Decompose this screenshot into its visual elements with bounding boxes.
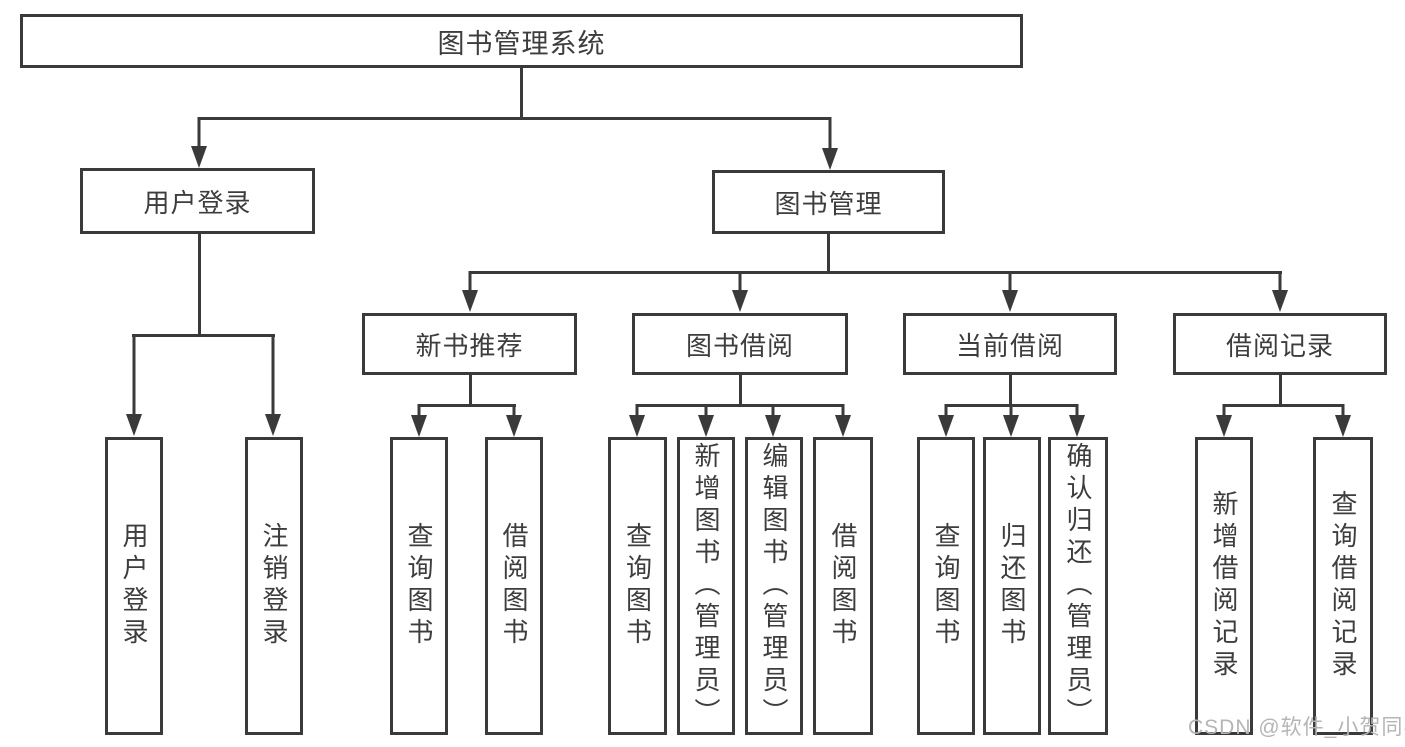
arrowhead-icon xyxy=(506,415,522,437)
connector-book-management-stem xyxy=(827,232,830,274)
leaf-edit-books-admin: 编辑图书（管理员） xyxy=(745,437,803,735)
arrow-to-new-book-recommend xyxy=(462,271,478,312)
node-label: 当前借阅 xyxy=(955,330,1064,361)
node-current-borrow: 当前借阅 xyxy=(903,313,1117,375)
leaf-label: 新增图书（管理员） xyxy=(691,442,721,730)
arrowhead-icon xyxy=(1002,290,1018,312)
leaf-label: 借阅图书 xyxy=(499,522,529,650)
arrowhead-icon xyxy=(938,415,954,437)
leaf-logout: 注销登录 xyxy=(245,437,303,735)
leaf-label: 归还图书 xyxy=(997,522,1027,650)
arrowhead-icon xyxy=(1003,415,1019,437)
arrow-to-leaf-edit-books xyxy=(765,404,781,437)
leaf-label: 编辑图书（管理员） xyxy=(759,442,789,730)
leaf-label: 查询图书 xyxy=(622,522,653,650)
leaf-borrow-books-1: 借阅图书 xyxy=(485,437,543,735)
arrowhead-icon xyxy=(1069,415,1085,437)
arrow-to-leaf-logout xyxy=(265,334,281,436)
leaf-label: 借阅图书 xyxy=(828,522,858,650)
arrowhead-icon xyxy=(698,415,714,437)
arrow-to-book-borrow xyxy=(732,271,748,312)
leaf-user-login: 用户登录 xyxy=(105,437,163,735)
arrow-to-book-management xyxy=(822,117,838,170)
node-label: 图书借阅 xyxy=(685,330,794,361)
arrowhead-icon xyxy=(265,414,281,436)
connector-new-book-bus xyxy=(418,404,516,407)
leaf-label: 查询图书 xyxy=(931,522,961,650)
leaf-add-borrow-record: 新增借阅记录 xyxy=(1195,437,1253,735)
leaf-label: 用户登录 xyxy=(119,522,149,650)
csdn-watermark: CSDN @软件_小贺同学 xyxy=(1188,716,1405,739)
node-label: 用户登录 xyxy=(143,187,252,218)
connector-user-login-stem xyxy=(198,231,201,337)
arrowhead-icon xyxy=(835,415,851,437)
arrowhead-icon xyxy=(1216,415,1232,437)
arrow-to-leaf-add-books xyxy=(698,404,714,437)
arrow-to-leaf-borrow-books-2 xyxy=(835,404,851,437)
connector-book-borrow-bus xyxy=(636,404,844,407)
arrowhead-icon xyxy=(1335,415,1351,437)
connector-borrow-records-stem xyxy=(1279,373,1282,407)
node-label: 借阅记录 xyxy=(1225,330,1334,361)
node-label: 图书管理系统 xyxy=(437,28,606,59)
arrow-to-leaf-confirm-return xyxy=(1069,404,1085,437)
connector-new-book-stem xyxy=(469,373,472,407)
arrow-to-user-login xyxy=(191,117,207,168)
arrowhead-icon xyxy=(629,415,645,437)
leaf-return-books: 归还图书 xyxy=(983,437,1041,735)
arrowhead-icon xyxy=(822,148,838,170)
leaf-label: 查询借阅记录 xyxy=(1328,490,1358,682)
leaf-label: 查询图书 xyxy=(404,522,434,650)
arrowhead-icon xyxy=(462,290,478,312)
connector-root-stem xyxy=(520,66,523,120)
leaf-label: 注销登录 xyxy=(259,522,289,650)
arrowhead-icon xyxy=(1272,290,1288,312)
leaf-label: 新增借阅记录 xyxy=(1209,490,1239,682)
node-new-book-recommend: 新书推荐 xyxy=(362,313,577,375)
arrowhead-icon xyxy=(765,415,781,437)
leaf-label: 确认归还（管理员） xyxy=(1063,442,1093,730)
arrow-to-leaf-query-books-2 xyxy=(629,404,645,437)
leaf-confirm-return-admin: 确认归还（管理员） xyxy=(1048,437,1108,735)
leaf-query-books-2: 查询图书 xyxy=(608,437,667,735)
connector-current-borrow-stem xyxy=(1009,373,1012,407)
arrow-to-leaf-return-books xyxy=(1003,404,1019,437)
node-label: 新书推荐 xyxy=(415,330,524,361)
arrow-to-current-borrow xyxy=(1002,271,1018,312)
arrow-to-borrow-records xyxy=(1272,271,1288,312)
arrow-to-leaf-user-login xyxy=(126,334,142,436)
arrowhead-icon xyxy=(191,146,207,168)
arrowhead-icon xyxy=(732,290,748,312)
leaf-borrow-books-2: 借阅图书 xyxy=(813,437,873,735)
arrow-to-leaf-add-record xyxy=(1216,404,1232,437)
arrow-to-leaf-query-record xyxy=(1335,404,1351,437)
connector-book-borrow-stem xyxy=(739,373,742,407)
connector-borrow-records-bus xyxy=(1223,404,1344,407)
node-user-login: 用户登录 xyxy=(80,168,315,234)
connector-user-login-bus xyxy=(132,334,275,337)
leaf-query-books-3: 查询图书 xyxy=(917,437,975,735)
leaf-query-borrow-record: 查询借阅记录 xyxy=(1313,437,1373,735)
leaf-add-books-admin: 新增图书（管理员） xyxy=(677,437,735,735)
arrow-to-leaf-query-books-1 xyxy=(411,404,427,437)
leaf-query-books-1: 查询图书 xyxy=(390,437,448,735)
node-book-management-system: 图书管理系统 xyxy=(20,14,1023,68)
arrowhead-icon xyxy=(411,415,427,437)
node-book-management: 图书管理 xyxy=(712,170,945,234)
connector-book-management-bus xyxy=(469,271,1282,274)
arrow-to-leaf-query-books-3 xyxy=(938,404,954,437)
arrowhead-icon xyxy=(126,414,142,436)
node-label: 图书管理 xyxy=(774,188,883,219)
node-book-borrow: 图书借阅 xyxy=(632,313,848,375)
arrow-to-leaf-borrow-books-1 xyxy=(506,404,522,437)
node-borrow-records: 借阅记录 xyxy=(1173,313,1387,375)
connector-root-bus xyxy=(198,117,831,120)
